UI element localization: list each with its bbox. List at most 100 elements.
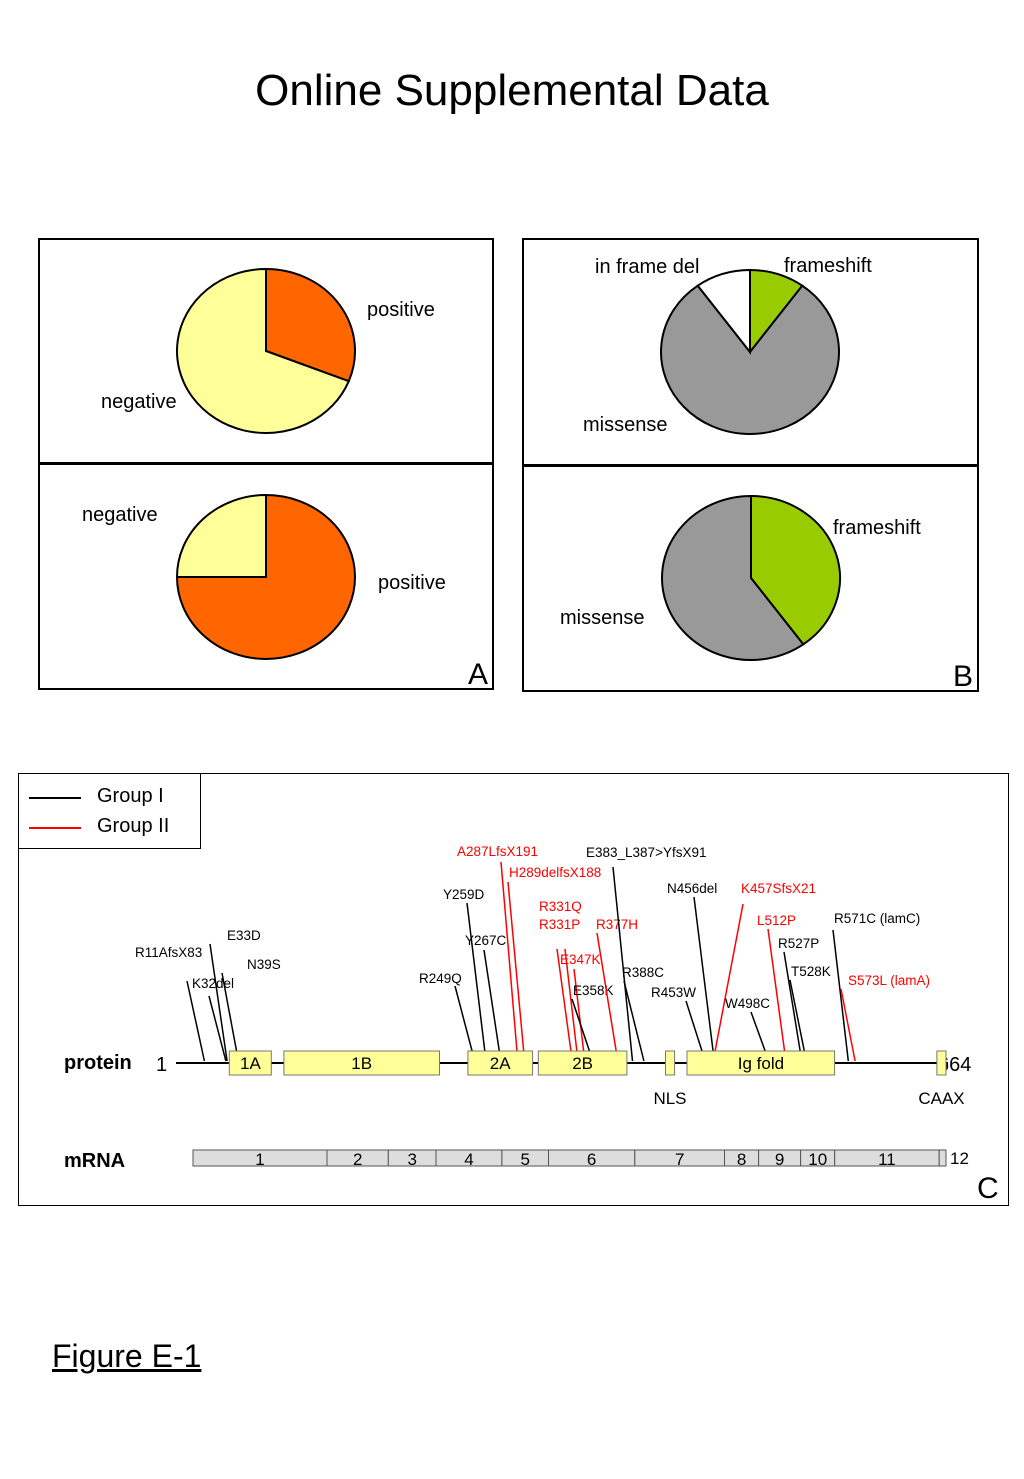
- exon-label: 2: [353, 1150, 362, 1169]
- pie-label-frameshift: frameshift: [833, 517, 921, 539]
- panel-label-a: A: [468, 658, 489, 691]
- panel-a-bottom: positive negative A: [38, 463, 494, 691]
- pie-chart-b-top: [660, 268, 840, 435]
- mutation-label: N39S: [247, 957, 281, 972]
- mutation-line: [693, 896, 716, 1062]
- mutation-label: E347K: [560, 952, 601, 967]
- legend-swatch-group-1: [29, 797, 81, 799]
- domain-label: Ig fold: [738, 1054, 784, 1073]
- mutation-label: R331P: [539, 917, 580, 932]
- pie-label-missense: missense: [583, 414, 668, 436]
- mutation-label: R527P: [778, 936, 819, 951]
- pie-slice-frameshift: [750, 494, 841, 646]
- mutation-label: E33D: [227, 928, 261, 943]
- mutation-label: L512P: [757, 913, 796, 928]
- pie-slice-missense: [660, 284, 840, 435]
- mutation-line: [623, 980, 645, 1062]
- mutation-label: R571C (lamC): [834, 911, 920, 926]
- pie-chart-a-bottom: [175, 493, 356, 660]
- protein-domain: [283, 1050, 440, 1076]
- exon-label: 11: [878, 1150, 896, 1169]
- mutation-label: E358K: [573, 983, 614, 998]
- mutation-label: K457SfsX21: [741, 881, 816, 896]
- exon-label: 3: [407, 1150, 416, 1169]
- mutation-label: E383_L387>YfsX91: [586, 845, 706, 860]
- mutation-line: [556, 948, 574, 1062]
- pie-label-positive: positive: [378, 572, 446, 594]
- mutation-line: [612, 866, 634, 1062]
- mutation-label: T528K: [791, 964, 831, 979]
- domain-label: 2B: [572, 1054, 593, 1073]
- mutation-line: [596, 932, 619, 1062]
- pie-slice-negative: [176, 267, 351, 434]
- mutation-line: [208, 995, 227, 1062]
- panel-label-b: B: [953, 660, 974, 693]
- region-label: NLS: [653, 1089, 686, 1108]
- mutation-label: W498C: [725, 996, 770, 1011]
- mutation-label: H289delfsX188: [509, 865, 601, 880]
- mutation-label: A287LfsX191: [457, 844, 538, 859]
- mutation-line: [783, 951, 803, 1062]
- pie-label-negative: negative: [82, 504, 158, 526]
- protein-domain: [537, 1050, 628, 1076]
- protein-domain: [228, 1050, 272, 1076]
- legend-swatch-group-2: [29, 827, 81, 829]
- mutation-line: [454, 985, 476, 1062]
- mutation-label: K32del: [192, 976, 234, 991]
- pie-slice-positive: [265, 267, 356, 383]
- legend-label-group-2: Group II: [97, 815, 170, 837]
- protein-track-label: protein: [64, 1052, 132, 1074]
- mutation-line: [507, 881, 526, 1062]
- page-title: Online Supplemental Data: [255, 66, 769, 115]
- protein-start-label: 1: [156, 1054, 167, 1076]
- mutation-line: [564, 948, 579, 1062]
- mrna-track-label: mRNA: [64, 1150, 125, 1172]
- exon-label: 6: [587, 1150, 596, 1169]
- exon-label: 9: [775, 1150, 784, 1169]
- panel-b-bottom: frameshift missense B: [522, 465, 979, 693]
- protein-domain: [467, 1050, 534, 1076]
- exon-label: 10: [808, 1150, 827, 1169]
- mutation-line: [789, 979, 808, 1062]
- pie-label-frameshift: frameshift: [784, 255, 872, 277]
- mutation-label: R377H: [596, 917, 638, 932]
- panel-label-c: C: [977, 1172, 999, 1205]
- protein-domain: [686, 1050, 836, 1076]
- mutation-label: R388C: [622, 965, 664, 980]
- legend-label-group-1: Group I: [97, 785, 164, 807]
- mutation-label: R453W: [651, 985, 696, 1000]
- mutation-line: [840, 988, 856, 1062]
- exon-label: 7: [675, 1150, 684, 1169]
- region-label: CAAX: [918, 1089, 964, 1108]
- exon-label: 4: [464, 1150, 473, 1169]
- protein-domain: [665, 1050, 676, 1076]
- mutation-label: R11AfsX83: [135, 945, 202, 960]
- pie-label-negative: negative: [101, 391, 177, 413]
- pie-slice-negative: [175, 493, 267, 578]
- pie-label-positive: positive: [367, 299, 435, 321]
- mutation-label: S573L (lamA): [848, 973, 930, 988]
- exon-label: 5: [520, 1150, 529, 1169]
- mutation-line: [712, 903, 744, 1062]
- panel-b-top: frameshift missense in frame del: [522, 238, 979, 466]
- mutation-line: [186, 980, 206, 1062]
- pie-label-in-frame-del: in frame del: [595, 256, 700, 278]
- mutation-line: [832, 929, 850, 1062]
- mutation-label: Y267C: [465, 933, 507, 948]
- mutation-label: Y259D: [443, 887, 485, 902]
- group-legend: Group I Group II: [18, 773, 201, 849]
- domain-label: 1B: [351, 1054, 372, 1073]
- domain-label: 1A: [240, 1054, 261, 1073]
- mutation-line: [466, 902, 487, 1062]
- mutation-line: [483, 949, 502, 1062]
- pie-chart-b-bottom: [661, 494, 841, 661]
- pie-slice-missense: [661, 494, 805, 661]
- pie-chart-a-top: [176, 267, 356, 434]
- exon-box: [938, 1149, 947, 1167]
- domain-label: 2A: [490, 1054, 511, 1073]
- protein-domain: [936, 1050, 947, 1076]
- mutation-line: [767, 928, 787, 1062]
- mutation-line: [573, 968, 586, 1062]
- mutation-label: R331Q: [539, 899, 582, 914]
